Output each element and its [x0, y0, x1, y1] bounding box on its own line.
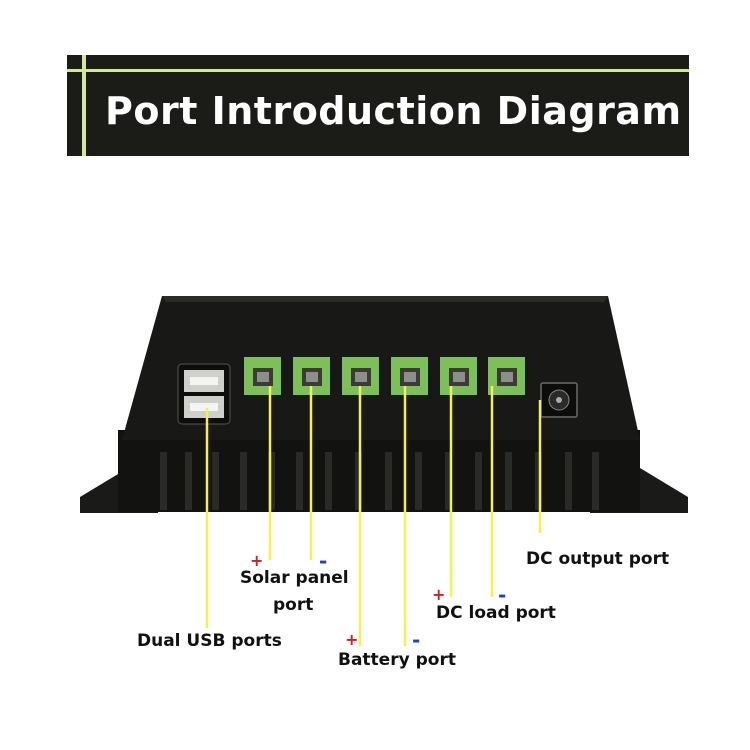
- load-positive-terminal: [440, 357, 477, 395]
- heatsink-base: [118, 430, 640, 512]
- solar-plus-sign: +: [250, 551, 264, 570]
- solar-positive-terminal: [244, 357, 281, 395]
- device-body: [122, 296, 640, 440]
- dc-load-label: DC load port: [436, 603, 556, 623]
- banner-accent-vertical: [82, 55, 86, 156]
- page-title: Port Introduction Diagram: [105, 89, 682, 133]
- load-negative-terminal: [488, 357, 525, 395]
- battery-plus-sign: +: [345, 630, 359, 649]
- battery-minus-sign: -: [412, 628, 421, 652]
- banner-accent-horizontal: [67, 69, 689, 72]
- load-plus-sign: +: [432, 585, 446, 604]
- solar-panel-label-line2: port: [273, 595, 314, 615]
- solar-panel-label-line1: Solar panel: [240, 568, 349, 588]
- dc-output-label: DC output port: [526, 549, 670, 569]
- battery-positive-terminal: [342, 357, 379, 395]
- device-top-edge: [162, 296, 608, 302]
- title-banner: Port Introduction Diagram: [67, 55, 689, 156]
- dual-usb-label: Dual USB ports: [137, 631, 282, 651]
- load-minus-sign: -: [498, 583, 507, 607]
- battery-port-label: Battery port: [338, 650, 456, 670]
- heatsink-fins: [160, 452, 599, 510]
- leader-lines: [205, 386, 542, 646]
- dc-output-jack: [540, 382, 578, 418]
- battery-negative-terminal: [391, 357, 428, 395]
- solar-minus-sign: -: [319, 549, 328, 573]
- dual-usb-ports: [177, 363, 231, 425]
